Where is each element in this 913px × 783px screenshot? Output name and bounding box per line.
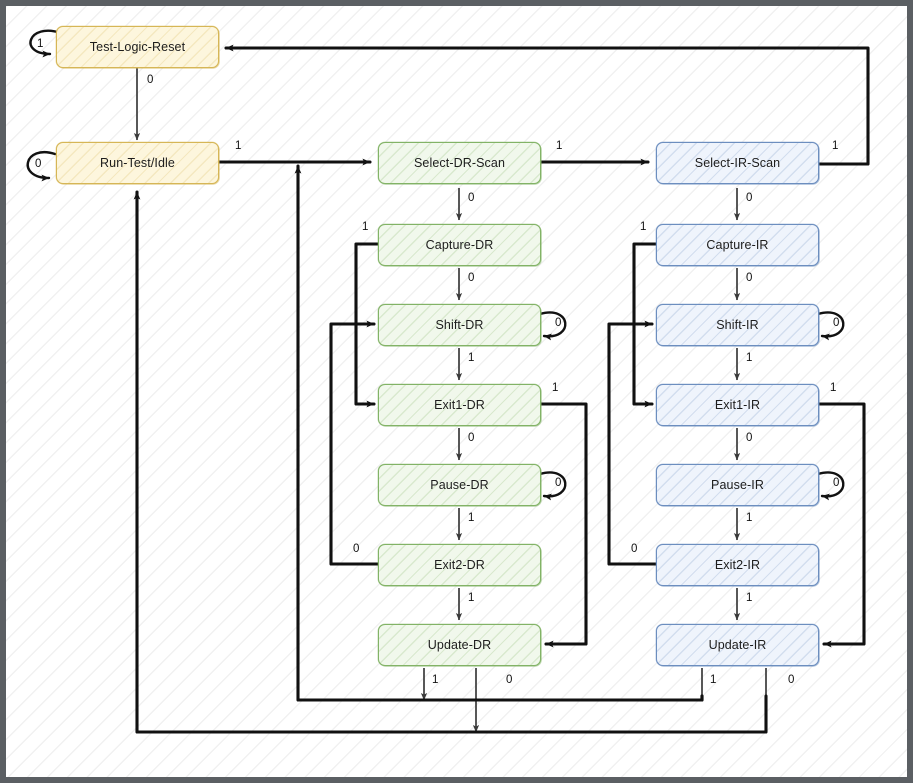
- edge-label-e2ir-shir: 0: [631, 543, 638, 555]
- edge-label-pdr-e2dr: 1: [468, 512, 475, 524]
- state-shift-ir[interactable]: Shift-IR: [656, 304, 819, 346]
- edge-label-tlr-rti: 0: [147, 74, 154, 86]
- state-label: Pause-DR: [430, 478, 489, 492]
- edge-label-e1dr-pdr: 0: [468, 432, 475, 444]
- edge-shift-ir-self: [816, 311, 845, 341]
- state-exit2-ir[interactable]: Exit2-IR: [656, 544, 819, 586]
- edge-label-pir-e2ir: 1: [746, 512, 753, 524]
- edge-label-shir-e1ir: 1: [746, 352, 753, 364]
- edge-label-pir-self: 0: [833, 477, 840, 489]
- state-label: Exit2-IR: [714, 558, 761, 572]
- edge-e2ir-to-shir: [607, 320, 658, 566]
- edge-label-shdr-e1dr: 1: [468, 352, 475, 364]
- edge-label-shdr-self: 0: [555, 317, 562, 329]
- edge-rti-self: [26, 151, 57, 182]
- edge-e1ir-to-upir: [816, 402, 866, 648]
- edge-label-rti-self: 0: [35, 158, 42, 170]
- state-label: Exit1-DR: [434, 398, 485, 412]
- edge-label-e2ir-upir: 1: [746, 592, 753, 604]
- edge-pause-dr-self: [538, 471, 567, 501]
- edge-label-sdrs-cdr: 0: [468, 192, 475, 204]
- edge-label-cdr-e1dr: 1: [362, 221, 369, 233]
- edge-label-e1dr-updr: 1: [552, 382, 559, 394]
- state-update-ir[interactable]: Update-IR: [656, 624, 819, 666]
- state-label: Update-DR: [427, 638, 492, 652]
- state-shift-dr[interactable]: Shift-DR: [378, 304, 541, 346]
- edge-label-shir-self: 0: [833, 317, 840, 329]
- state-test-logic-reset[interactable]: Test-Logic-Reset: [56, 26, 219, 68]
- edge-e2dr-to-shdr: [329, 320, 380, 566]
- state-exit1-ir[interactable]: Exit1-IR: [656, 384, 819, 426]
- edge-e1dr-to-updr: [539, 402, 588, 648]
- edge-label-sdrs-sirs: 1: [556, 140, 563, 152]
- edge-sirs-to-tlr: [224, 44, 870, 166]
- edge-label-rti-sdrs: 1: [235, 140, 242, 152]
- edge-updates-0-to-rti: [133, 190, 768, 734]
- state-pause-ir[interactable]: Pause-IR: [656, 464, 819, 506]
- state-label: Shift-IR: [716, 318, 759, 332]
- edge-label-updr-0: 0: [506, 674, 513, 686]
- edge-label-pdr-self: 0: [555, 477, 562, 489]
- state-capture-dr[interactable]: Capture-DR: [378, 224, 541, 266]
- state-select-dr-scan[interactable]: Select-DR-Scan: [378, 142, 541, 184]
- state-label: Run-Test/Idle: [100, 156, 175, 170]
- state-label: Select-DR-Scan: [413, 156, 505, 170]
- edge-label-e2dr-updr: 1: [468, 592, 475, 604]
- state-label: Pause-IR: [711, 478, 764, 492]
- edge-label-e1ir-upir: 1: [830, 382, 837, 394]
- state-label: Capture-DR: [425, 238, 494, 252]
- edges-layer: [26, 29, 870, 734]
- state-label: Shift-DR: [435, 318, 484, 332]
- state-select-ir-scan[interactable]: Select-IR-Scan: [656, 142, 819, 184]
- edge-label-e1ir-pir: 0: [746, 432, 753, 444]
- edge-label-tlr-self: 1: [37, 38, 44, 50]
- edge-pause-ir-self: [816, 471, 845, 501]
- edge-label-upir-0: 0: [788, 674, 795, 686]
- edge-tlr-self: [29, 29, 63, 58]
- state-run-test-idle[interactable]: Run-Test/Idle: [56, 142, 219, 184]
- state-exit2-dr[interactable]: Exit2-DR: [378, 544, 541, 586]
- edge-shift-dr-self: [538, 311, 567, 341]
- state-label: Exit2-DR: [434, 558, 485, 572]
- state-label: Test-Logic-Reset: [89, 40, 186, 54]
- state-label: Exit1-IR: [714, 398, 761, 412]
- edge-label-sirs-tlr: 1: [832, 140, 839, 152]
- state-update-dr[interactable]: Update-DR: [378, 624, 541, 666]
- state-label: Update-IR: [708, 638, 767, 652]
- state-label: Select-IR-Scan: [694, 156, 781, 170]
- state-label: Capture-IR: [706, 238, 769, 252]
- edge-label-cir-shir: 0: [746, 272, 753, 284]
- edge-label-e2dr-shdr: 0: [353, 543, 360, 555]
- edge-label-cdr-shdr: 0: [468, 272, 475, 284]
- state-pause-dr[interactable]: Pause-DR: [378, 464, 541, 506]
- edge-label-updr-1: 1: [432, 674, 439, 686]
- edge-label-upir-1: 1: [710, 674, 717, 686]
- edge-label-cir-e1ir: 1: [640, 221, 647, 233]
- state-capture-ir[interactable]: Capture-IR: [656, 224, 819, 266]
- state-exit1-dr[interactable]: Exit1-DR: [378, 384, 541, 426]
- edge-label-sirs-cir: 0: [746, 192, 753, 204]
